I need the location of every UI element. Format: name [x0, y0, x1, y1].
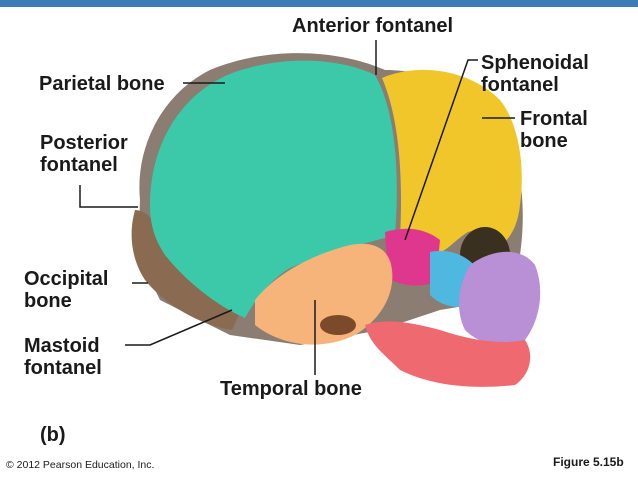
sphenoidal-fontanel-leader [404, 59, 478, 241]
panel-label: (b) [40, 424, 66, 446]
occipital-bone-label: Occipital bone [24, 268, 109, 312]
mastoid-fontanel-label: Mastoid fontanel [24, 335, 102, 379]
parietal-bone-label: Parietal bone [39, 73, 165, 95]
mastoid-fontanel-leader [125, 309, 233, 346]
ear-canal-shape [320, 315, 356, 335]
mandible-shape [365, 321, 531, 387]
top-accent-bar [0, 0, 638, 7]
temporal-bone-label: Temporal bone [220, 378, 362, 400]
sphenoidal-fontanel-label: Sphenoidal fontanel [481, 52, 589, 96]
temporal-bone-shape [255, 243, 393, 345]
figure-number: Figure 5.15b [553, 455, 624, 469]
parietal-bone-shape [150, 60, 397, 318]
frontal-bone-shape [382, 69, 522, 252]
anterior-fontanel-label: Anterior fontanel [292, 15, 454, 37]
maxilla-shape [458, 251, 541, 346]
posterior-fontanel-leader [79, 185, 138, 208]
sphenoid-shape [385, 228, 440, 286]
frontal-bone-label: Frontal bone [520, 108, 588, 152]
copyright-text: © 2012 Pearson Education, Inc. [6, 459, 155, 471]
leader-lines [79, 40, 515, 375]
posterior-fontanel-label: Posterior fontanel [40, 132, 128, 176]
